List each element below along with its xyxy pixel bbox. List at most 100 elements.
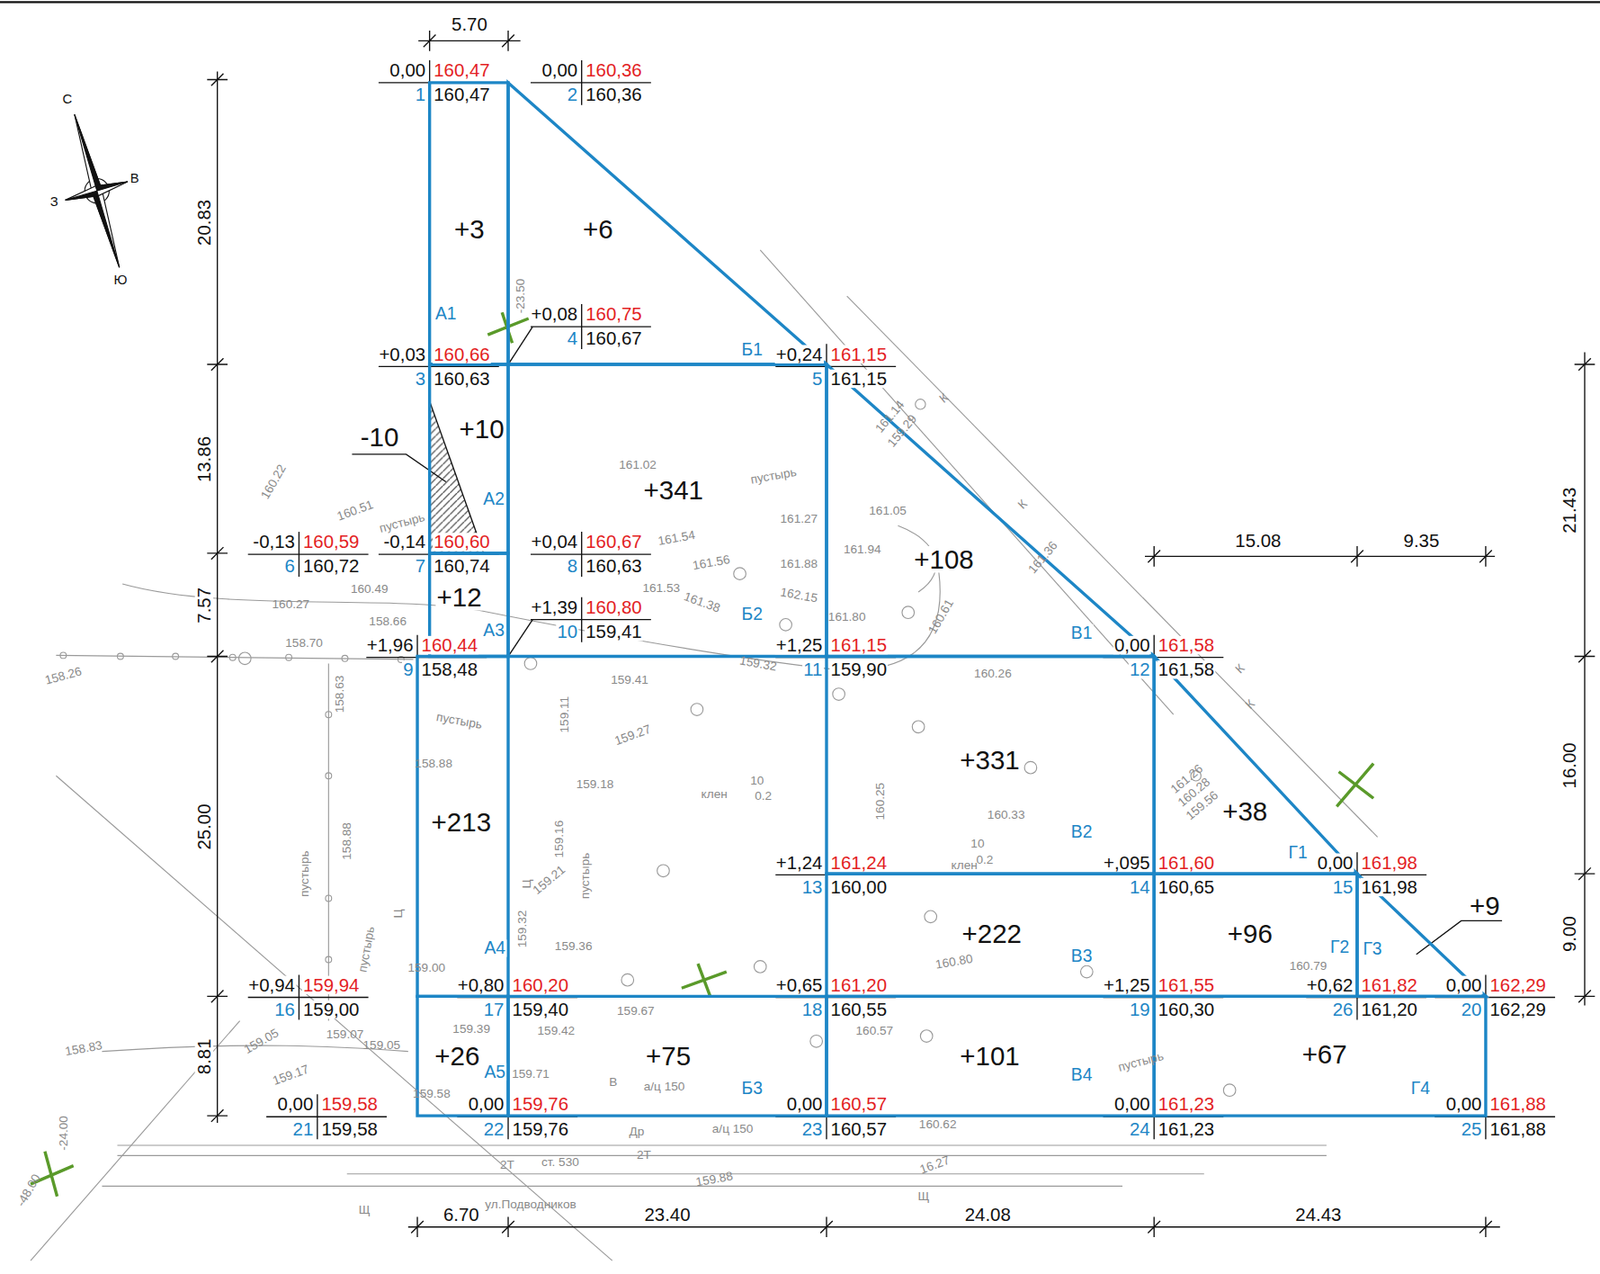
volume-number: +75: [644, 1043, 692, 1070]
cell-border: [508, 82, 827, 365]
survey-note: 2Т: [499, 1158, 516, 1171]
survey-note: 160.26: [973, 667, 1013, 680]
volume-number: +213: [429, 808, 492, 835]
dimension-lines: [206, 30, 1595, 1237]
compass-letter: З: [49, 194, 60, 208]
vertex-underline: [530, 553, 652, 555]
cut-fill-cell: +3А1: [429, 82, 509, 365]
survey-note: 158.88: [413, 757, 454, 770]
design-elevation: 161,98: [1359, 852, 1419, 871]
dimension-label: 9.00: [1560, 914, 1579, 953]
work-mark: +1,25: [775, 635, 824, 654]
cell-id: А2: [482, 490, 506, 508]
vertex-number: 24: [1128, 1119, 1152, 1138]
survey-note: -48.00: [14, 1170, 44, 1209]
compass-letter: С: [61, 92, 73, 107]
ground-elevation: 161,58: [1157, 660, 1216, 679]
work-mark: +1,39: [529, 598, 579, 617]
volume-number: +10: [457, 415, 505, 442]
survey-note: 158.88: [340, 821, 354, 861]
design-elevation: 161,60: [1157, 852, 1216, 871]
survey-note: 160.62: [918, 1117, 958, 1130]
survey-note: 158.63: [333, 674, 347, 715]
volume-number: +3: [453, 216, 486, 243]
dimension-label: 5.70: [450, 15, 489, 34]
cell-outline: [429, 364, 509, 554]
vertex-underline: [775, 366, 896, 367]
design-elevation: 161,24: [829, 852, 888, 871]
survey-note: клен: [699, 787, 728, 801]
survey-note: 161.02: [617, 457, 658, 471]
survey-note: пустырь: [297, 849, 311, 898]
ground-elevation: 161,88: [1488, 1119, 1547, 1138]
volume-number: +341: [642, 476, 705, 503]
survey-note: К: [1242, 696, 1258, 712]
volume-number: +26: [433, 1043, 481, 1070]
volume-number: -10: [359, 423, 401, 450]
ground-elevation: 161,15: [829, 369, 888, 388]
vertex-number: 23: [801, 1119, 824, 1138]
ground-elevation: 159,00: [302, 1000, 361, 1019]
cell-border: [508, 364, 827, 656]
vertex-number: 1: [414, 85, 428, 104]
design-elevation: 159,94: [302, 975, 361, 994]
work-mark: +0,80: [456, 975, 506, 994]
survey-note: 159.39: [451, 1022, 492, 1036]
survey-note: 159.05: [361, 1038, 402, 1052]
vertex-number: 5: [811, 369, 824, 388]
survey-note: а/ц 150: [711, 1122, 755, 1136]
survey-note: 158.66: [367, 615, 408, 628]
design-elevation: 160,57: [829, 1094, 888, 1113]
ground-elevation: 159,40: [510, 1000, 570, 1019]
survey-note: 0.2: [974, 852, 994, 866]
vertex-number: 8: [566, 556, 580, 575]
survey-note: Ц: [520, 877, 534, 889]
ground-elevation: 159,76: [510, 1119, 570, 1138]
cell-id: В2: [1070, 822, 1094, 841]
work-mark: -0,13: [251, 532, 296, 551]
cell-id: Б1: [740, 341, 764, 359]
survey-note: 158.83: [62, 1038, 105, 1058]
survey-note: 158.26: [42, 664, 84, 688]
work-mark: 0,00: [786, 1094, 824, 1113]
survey-note: -24.00: [57, 1114, 71, 1152]
design-elevation: 161,23: [1157, 1094, 1216, 1113]
survey-note: клен: [949, 858, 978, 871]
work-mark: +0,03: [377, 344, 427, 363]
survey-note: 161.27: [778, 512, 819, 526]
cell-border: [826, 873, 1154, 996]
design-elevation: 160,67: [584, 532, 644, 551]
volume-number: +9: [1468, 892, 1502, 919]
survey-note: 160.80: [933, 951, 975, 971]
cell-id: Г3: [1361, 940, 1383, 958]
survey-note: 160.49: [349, 582, 390, 596]
cell-border: [429, 82, 509, 365]
work-mark: +1,96: [366, 635, 415, 654]
dimension-label: 21.43: [1560, 486, 1579, 535]
cell-id: В4: [1070, 1065, 1094, 1083]
vertex-underline: [248, 553, 369, 555]
work-mark: +0,04: [529, 532, 579, 551]
cell-border: [826, 656, 1154, 875]
ground-elevation: 160,63: [584, 556, 644, 575]
survey-note: 159.32: [516, 908, 529, 948]
survey-note: 10: [969, 836, 985, 850]
ground-elevation: 160,65: [1157, 877, 1216, 896]
survey-note: 161.05: [867, 503, 908, 517]
survey-note: пустырь: [376, 509, 427, 535]
design-elevation: 159,76: [510, 1094, 570, 1113]
survey-note: 159.21: [529, 862, 568, 898]
vertex-number: 14: [1128, 877, 1152, 896]
ground-elevation: 158,48: [420, 660, 479, 679]
survey-note: К: [1014, 496, 1030, 512]
survey-note: 160.57: [854, 1024, 894, 1037]
cell-id: А1: [434, 304, 458, 322]
cell-border: [1153, 656, 1358, 875]
design-elevation: 161,20: [829, 975, 888, 994]
survey-note: 159.27: [611, 722, 653, 748]
ground-elevation: 160,00: [829, 877, 888, 896]
cell-border: [429, 364, 509, 554]
survey-note: 161.54: [655, 527, 698, 547]
vertex-number: 7: [414, 556, 428, 575]
design-elevation: 159,58: [320, 1094, 379, 1113]
